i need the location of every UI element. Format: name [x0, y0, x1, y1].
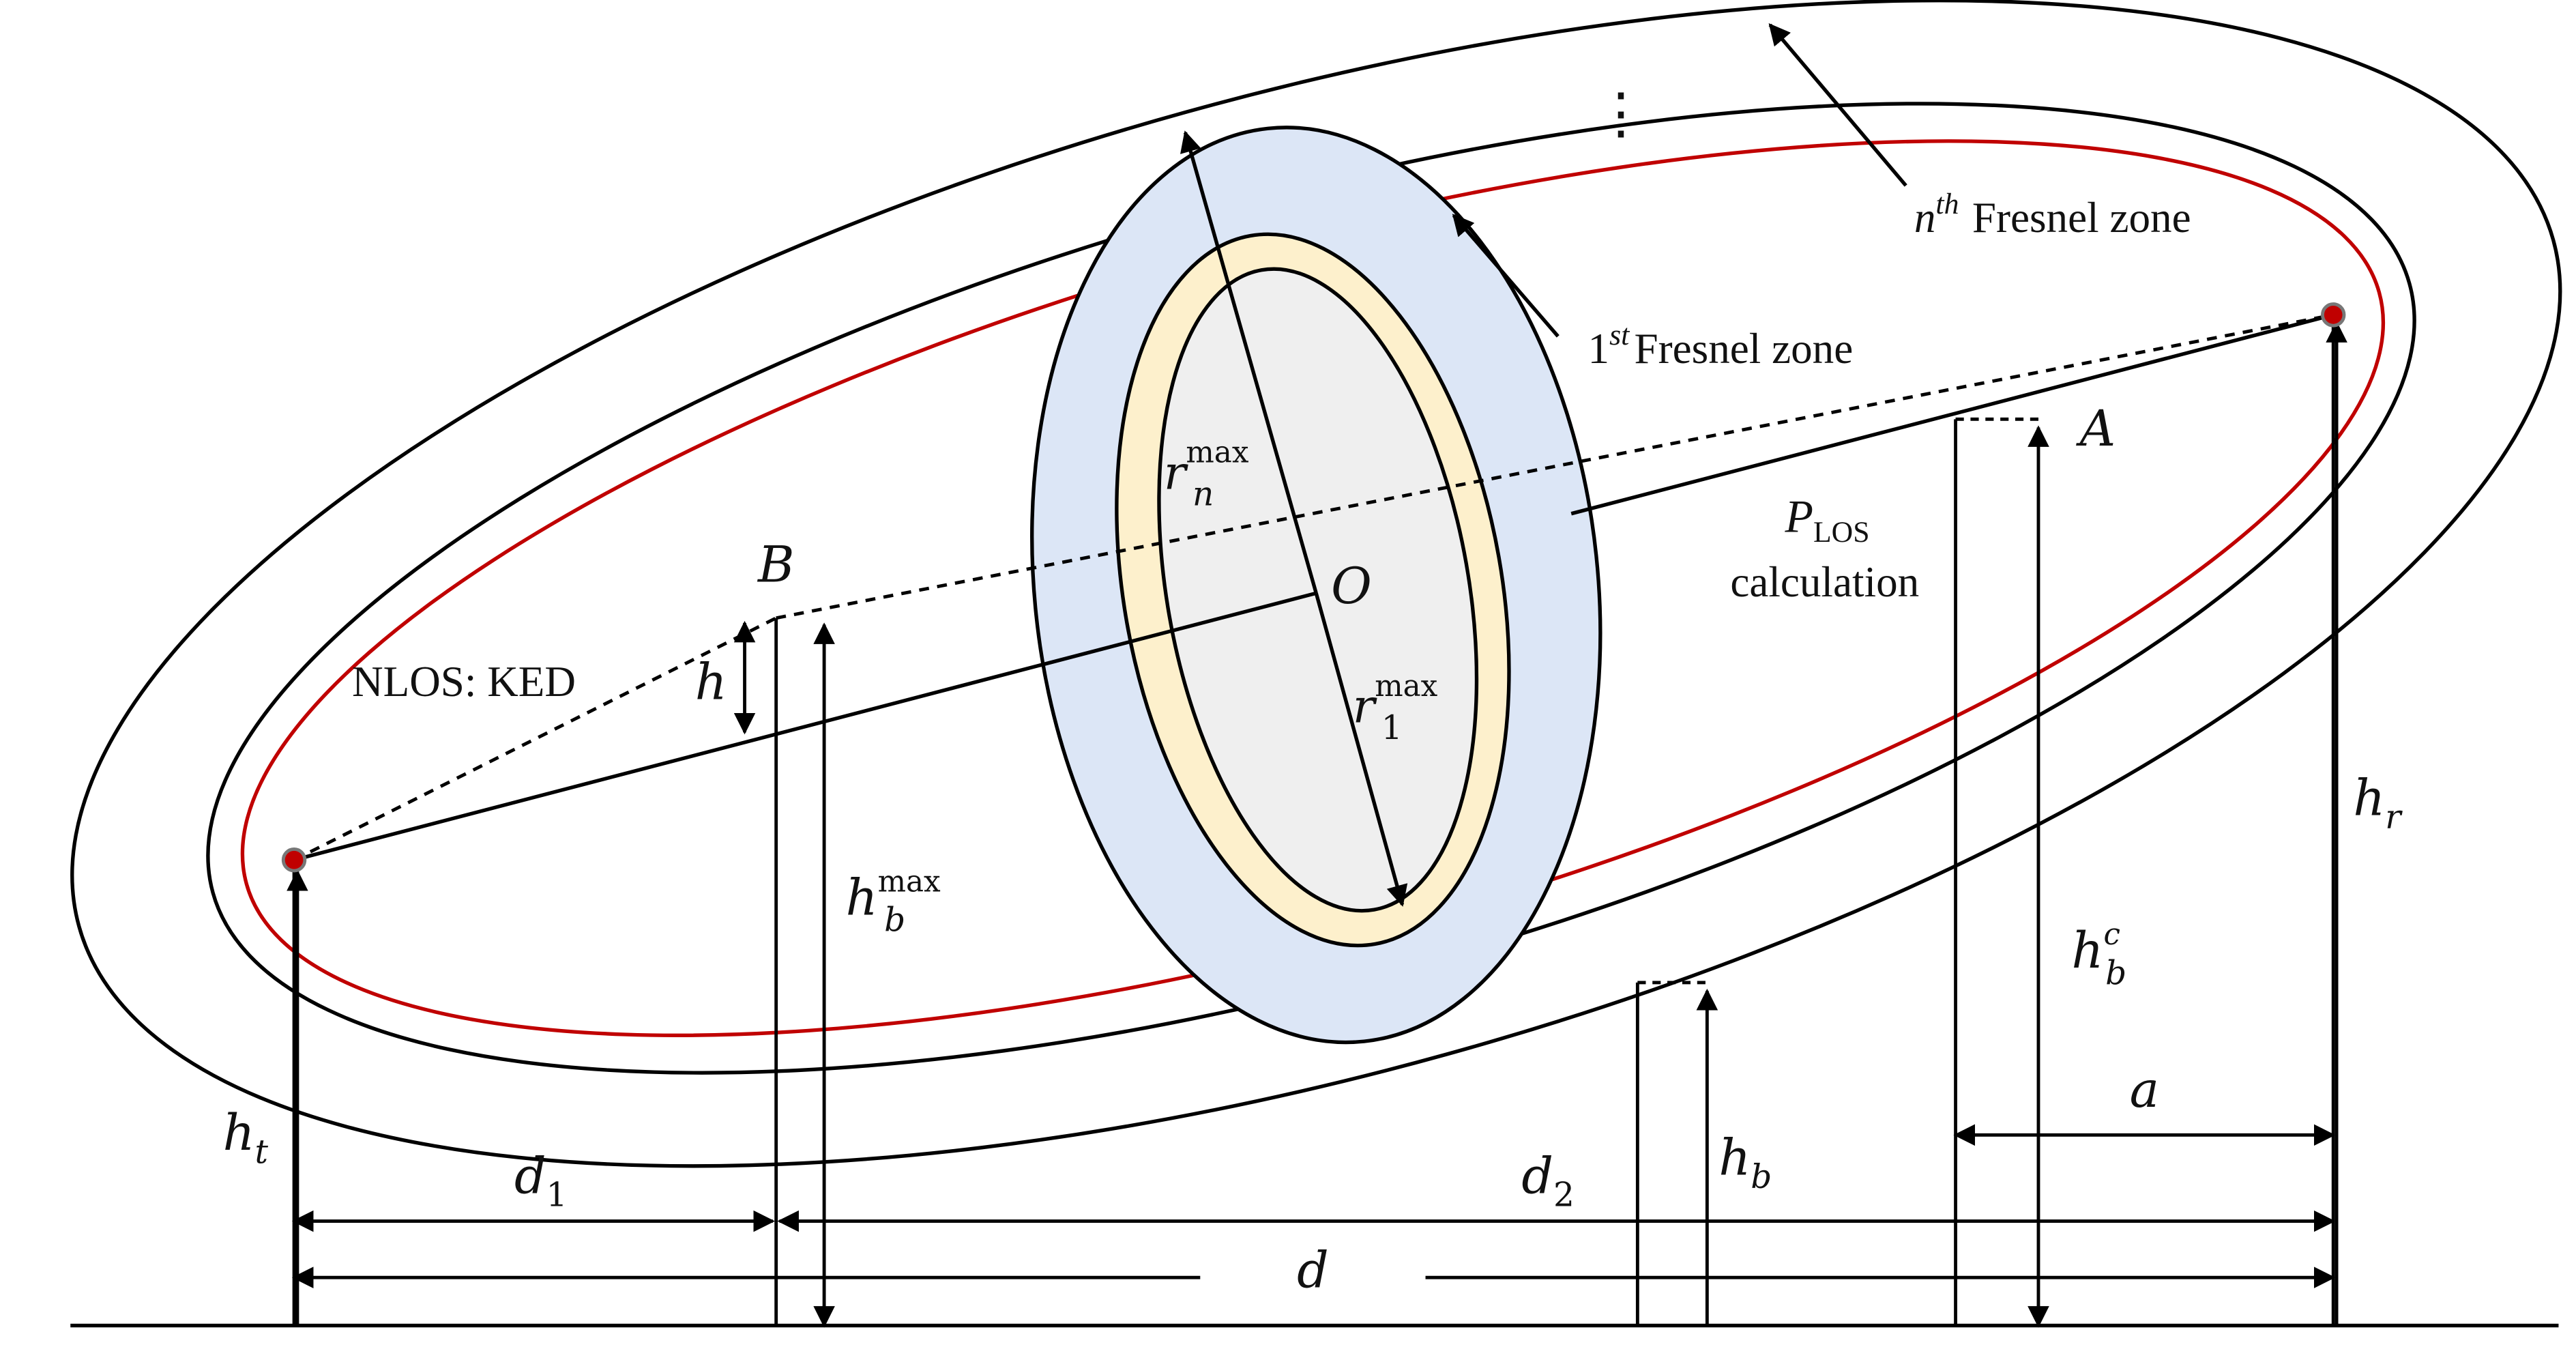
receiver-point: [2320, 302, 2346, 328]
ked-dashed-path-right: [776, 313, 2334, 620]
d1-label: d1: [514, 1147, 568, 1214]
rn-max-radius-arrow: [1180, 130, 1318, 594]
los-line-left: [293, 591, 1317, 862]
nlos-ked-label: NLOS: KED: [352, 658, 576, 706]
nth-zone-pointer-arrow: [1768, 23, 1907, 187]
transmitter-point: [281, 847, 307, 873]
hr-label: hr: [2353, 770, 2403, 837]
a-label: a: [2130, 1061, 2159, 1119]
plos-label: PLOS: [1784, 490, 1869, 549]
center-o-label: O: [1331, 557, 1372, 615]
r1-max-radius-arrow: [1314, 592, 1408, 907]
first-zone-pointer-arrow: [1452, 214, 1560, 338]
point-b-label: B: [757, 536, 795, 594]
d2-label: d2: [1521, 1147, 1575, 1214]
first-zone-cross-section-core: [1157, 267, 1479, 913]
hb-label: hb: [1718, 1129, 1772, 1196]
plos-calculation-label: calculation: [1730, 558, 1919, 606]
zone-continuation-dots: ⋮: [1593, 81, 1650, 146]
h-label: h: [695, 654, 727, 712]
d-label: d: [1297, 1242, 1329, 1300]
los-line-right: [1570, 313, 2334, 516]
ht-label: ht: [223, 1104, 269, 1171]
point-a-label: A: [2076, 400, 2116, 458]
